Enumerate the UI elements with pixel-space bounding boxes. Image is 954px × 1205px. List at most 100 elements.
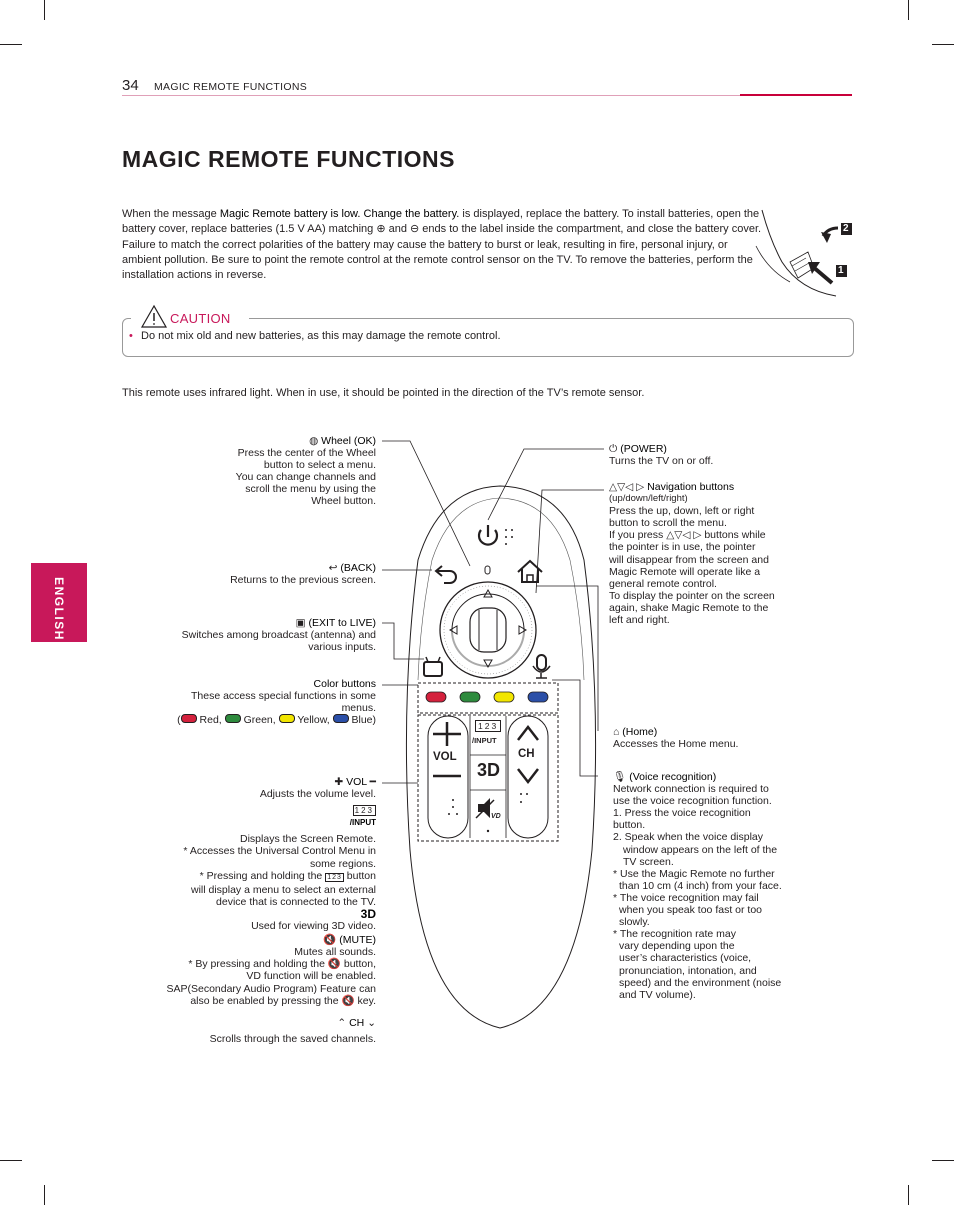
power-icon: ⏻ bbox=[609, 443, 618, 455]
label-line: * By pressing and holding the bbox=[188, 958, 325, 971]
label-line: device that is connected to the TV. bbox=[216, 895, 376, 908]
label-line: Magic Remote will operate like a bbox=[609, 565, 761, 578]
remote-3d-label: 3D bbox=[477, 760, 501, 780]
green-swatch-icon bbox=[224, 714, 241, 724]
language-tab bbox=[31, 563, 87, 642]
battery-step-1: 1 bbox=[838, 265, 844, 276]
label-title: (Home) bbox=[622, 726, 658, 738]
label-line: * Use the Magic Remote no further bbox=[613, 867, 775, 880]
label-line: If you press bbox=[609, 529, 664, 542]
language-tab-label: ENGLISH bbox=[52, 577, 66, 641]
crop-mark bbox=[932, 1160, 954, 1161]
intro-text: is displayed, replace the battery. To in… bbox=[122, 208, 762, 282]
label-title: (BACK) bbox=[340, 562, 376, 574]
crop-mark bbox=[44, 1185, 45, 1205]
input-icon: 123 bbox=[325, 872, 344, 882]
yellow-swatch-icon bbox=[278, 714, 295, 724]
label-home: ⌂ (Home) Accesses the Home menu. bbox=[613, 726, 813, 750]
label-line: than 10 cm (4 inch) from your face. bbox=[619, 879, 782, 892]
label-line: will display a menu to select an externa… bbox=[190, 883, 376, 896]
label-line: scroll the menu by using the bbox=[245, 483, 376, 496]
label-line: Press the center of the Wheel bbox=[237, 447, 376, 460]
label-line: * Pressing and holding the bbox=[199, 869, 323, 882]
label-line: window appears on the left of the bbox=[623, 843, 778, 856]
caution-item: Do not mix old and new batteries, as thi… bbox=[141, 330, 501, 342]
label-line: (up/down/left/right) bbox=[609, 493, 688, 505]
red-swatch-icon bbox=[180, 714, 197, 724]
label-title: (POWER) bbox=[620, 443, 667, 455]
label-navigation: △▽◁ ▷ Navigation buttons (up/down/left/r… bbox=[609, 481, 809, 626]
crop-mark bbox=[908, 1185, 909, 1205]
label-line: VD function will be enabled. bbox=[246, 970, 376, 983]
label-line: You can change channels and bbox=[235, 471, 376, 484]
label-title: Color buttons bbox=[313, 678, 376, 690]
home-icon: ⌂ bbox=[613, 726, 620, 738]
header-rule bbox=[122, 95, 852, 96]
mute-icon: 🔇 bbox=[327, 958, 341, 971]
label-line: Turns the TV on or off. bbox=[609, 455, 714, 468]
wheel-icon: ◍ bbox=[309, 435, 319, 447]
label-line: menus. bbox=[341, 702, 376, 715]
label-line: and TV volume). bbox=[619, 988, 696, 1001]
label-color-buttons: Color buttons These access special funct… bbox=[140, 678, 376, 726]
label-line: Switches among broadcast (antenna) and bbox=[181, 629, 376, 642]
label-title: Wheel (OK) bbox=[321, 435, 376, 447]
input-icon: 123 bbox=[352, 805, 376, 817]
ch-down-icon: ⌄ bbox=[367, 1016, 376, 1029]
label-line: user’s characteristics (voice, bbox=[619, 952, 752, 965]
label-title: (MUTE) bbox=[339, 934, 376, 947]
label-title: (Voice recognition) bbox=[629, 771, 717, 783]
label-line: These access special functions in some bbox=[190, 690, 376, 703]
label-line: speed) and the environment (noise bbox=[619, 976, 782, 989]
caution-label: CAUTION bbox=[170, 311, 231, 326]
mute-icon: 🔇 bbox=[341, 994, 355, 1007]
label-line: 1. Press the voice recognition bbox=[613, 807, 751, 820]
label-line: will disappear from the screen and bbox=[609, 553, 769, 566]
label-line: some regions. bbox=[310, 857, 376, 870]
legend-red: Red, bbox=[199, 714, 222, 727]
battery-warning-message: Magic Remote battery is low. Change the … bbox=[219, 208, 460, 220]
legend-green: Green, bbox=[243, 714, 276, 727]
label-line: Used for viewing 3D video. bbox=[251, 920, 376, 933]
label-line: buttons while bbox=[704, 529, 766, 542]
label-exit: ▣ (EXIT to LIVE) Switches among broadcas… bbox=[150, 617, 376, 653]
label-line: Adjusts the volume level. bbox=[259, 788, 376, 801]
remote-input-icon: 123 bbox=[475, 720, 502, 732]
mute-icon: 🔇 bbox=[323, 934, 337, 947]
label-title: Navigation buttons bbox=[647, 481, 735, 493]
label-line: again, shake Magic Remote to the bbox=[609, 601, 769, 614]
running-header: MAGIC REMOTE FUNCTIONS bbox=[154, 81, 308, 93]
label-line: Returns to the previous screen. bbox=[230, 574, 376, 587]
crop-mark bbox=[0, 1160, 22, 1161]
legend-blue: Blue) bbox=[351, 714, 376, 727]
3d-icon: 3D bbox=[360, 906, 376, 921]
label-line: also be enabled by pressing the bbox=[190, 994, 339, 1007]
label-title: VOL bbox=[346, 776, 367, 788]
label-line: SAP(Secondary Audio Program) Feature can bbox=[166, 982, 376, 995]
page-title: MAGIC REMOTE FUNCTIONS bbox=[122, 146, 455, 172]
label-line: pronunciation, intonation, and bbox=[619, 964, 757, 977]
label-power: ⏻ (POWER) Turns the TV on or off. bbox=[609, 443, 809, 467]
label-line: * The recognition rate may bbox=[613, 928, 736, 941]
page-number: 34 bbox=[122, 77, 139, 94]
crop-mark bbox=[0, 44, 22, 45]
ch-up-icon: ⌃ bbox=[337, 1016, 347, 1029]
blue-swatch-icon bbox=[332, 714, 349, 724]
label-line: use the voice recognition function. bbox=[613, 795, 772, 808]
label-wheel: ◍ Wheel (OK) Press the center of the Whe… bbox=[150, 435, 376, 508]
navigation-arrows-icon: △▽◁ ▷ bbox=[666, 529, 702, 542]
label-line: Mutes all sounds. bbox=[294, 946, 376, 959]
label-line: button to select a menu. bbox=[263, 459, 376, 472]
label-line: To display the pointer on the screen bbox=[609, 589, 775, 602]
microphone-icon: 🎙 bbox=[613, 771, 627, 783]
label-line: general remote control. bbox=[609, 577, 717, 590]
label-line: slowly. bbox=[619, 916, 650, 929]
bullet-icon: • bbox=[129, 330, 133, 342]
label-line: Displays the Screen Remote. bbox=[240, 833, 376, 846]
label-line: vary depending upon the bbox=[619, 940, 735, 953]
live-tv-icon: ▣ bbox=[295, 617, 306, 629]
header-accent-rule bbox=[740, 94, 852, 96]
label-line: Network connection is required to bbox=[613, 783, 769, 796]
label-line: button bbox=[346, 869, 376, 882]
